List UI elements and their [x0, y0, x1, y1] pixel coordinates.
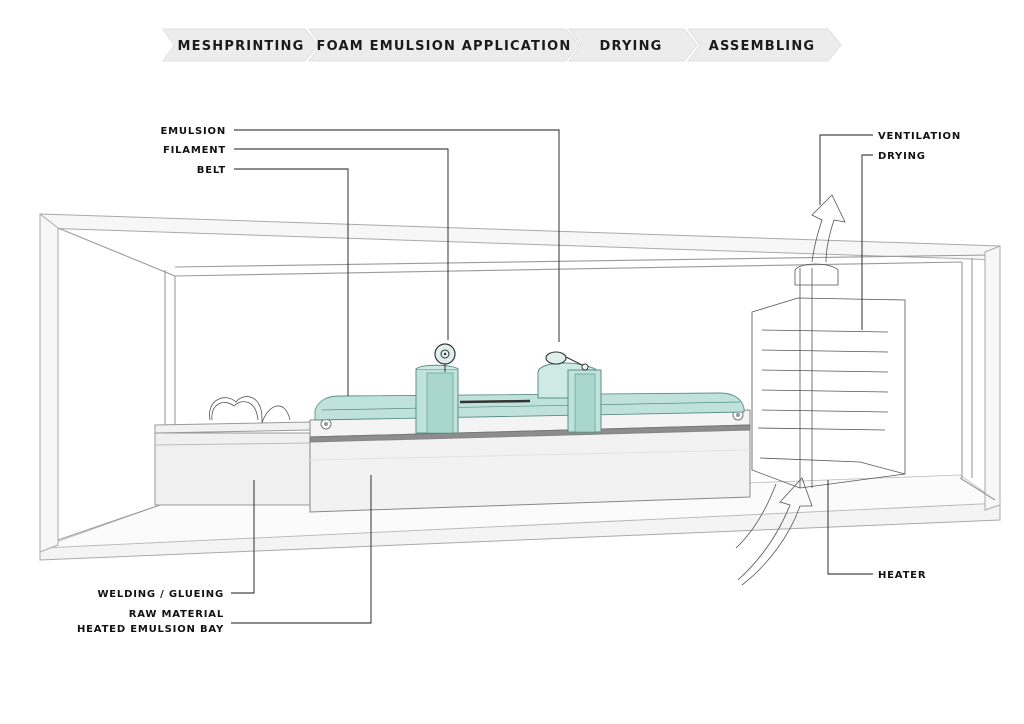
step-label: ASSEMBLING: [709, 39, 816, 54]
heater-arrow-icon: [737, 477, 813, 586]
emulsion-head: [537, 351, 602, 433]
label-filament: FILAMENT: [163, 145, 226, 156]
label-ventilation: VENTILATION: [878, 131, 961, 142]
callout-labels: EMULSION FILAMENT BELT VENTILATION DRYIN…: [77, 126, 961, 635]
ventilation-arrow-icon: [811, 194, 846, 263]
step-label: DRYING: [599, 39, 662, 54]
label-emulsion: EMULSION: [161, 126, 226, 137]
step-label: MESHPRINTING: [178, 39, 305, 54]
label-raw-material: RAW MATERIAL: [129, 609, 224, 620]
label-heated-emulsion-bay: HEATED EMULSION BAY: [77, 624, 224, 635]
step-label: FOAM EMULSION APPLICATION: [317, 39, 572, 54]
drying-tower: [735, 194, 906, 586]
step-meshprinting: MESHPRINTING: [162, 28, 319, 62]
container-frame: [39, 212, 1002, 561]
label-drying: DRYING: [878, 151, 926, 162]
label-heater: HEATER: [878, 570, 926, 581]
drying-shelves: [757, 329, 889, 431]
label-belt: BELT: [197, 165, 226, 176]
welding-station: [154, 396, 311, 506]
filament-head: [415, 343, 459, 434]
step-assembling: ASSEMBLING: [687, 28, 842, 62]
emulsion-machine: [309, 343, 751, 513]
label-welding-glueing: WELDING / GLUEING: [97, 589, 224, 600]
leader-lines: [231, 129, 873, 624]
step-drying: DRYING: [568, 28, 698, 62]
process-steps: MESHPRINTING FOAM EMULSION APPLICATION D…: [162, 28, 842, 62]
step-foam-emulsion-application: FOAM EMULSION APPLICATION: [308, 28, 580, 62]
